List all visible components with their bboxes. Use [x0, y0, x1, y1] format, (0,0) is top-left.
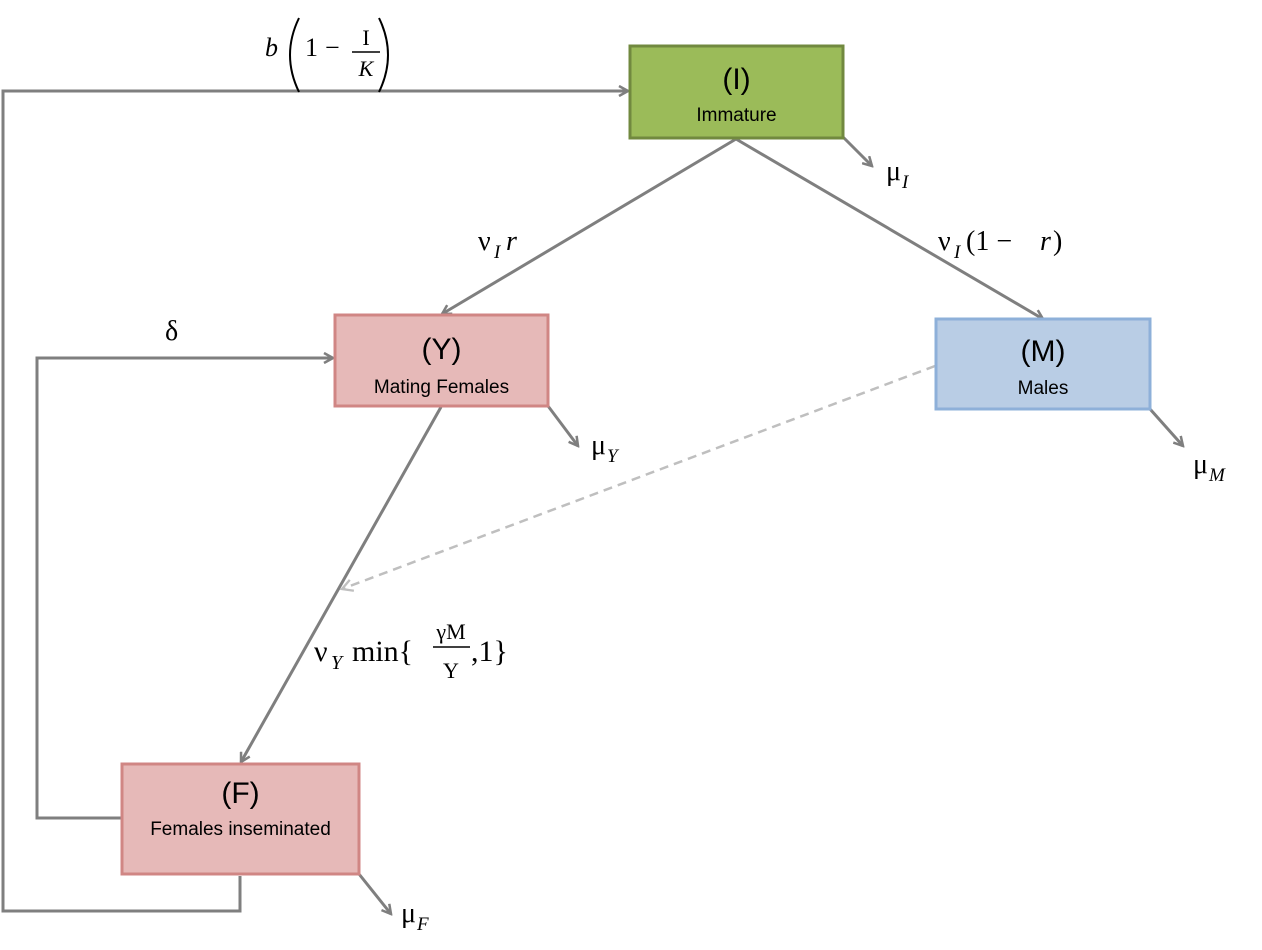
- mu-f-label: μ F: [401, 898, 429, 935]
- mu-y-sub: Y: [607, 446, 620, 467]
- females-inseminated-label: Females inseminated: [150, 819, 331, 840]
- birth-rate-label: b 1 − I K: [265, 17, 389, 93]
- mu-f-mu: μ: [401, 898, 416, 929]
- nu-i-1mr-r: r: [1040, 226, 1051, 257]
- nu-y-nu: ν: [314, 635, 328, 668]
- nu-y-numerator: γM: [435, 619, 465, 644]
- mu-m-label: μ M: [1193, 449, 1226, 486]
- birth-numerator: I: [362, 25, 369, 50]
- nu-y-denominator: Y: [443, 658, 459, 683]
- birth-denominator: K: [358, 56, 375, 81]
- birth-b: b: [265, 33, 278, 62]
- males-mortality-edge: [1148, 408, 1183, 446]
- nu-y-min-label: ν Y min{ γM Y ,1}: [314, 619, 508, 683]
- nu-i-r-label: ν I r: [478, 226, 517, 263]
- nu-y-tail: ,1}: [471, 635, 508, 668]
- females-inseminated-code: (F): [221, 777, 259, 810]
- delta-edge: [35, 358, 333, 820]
- nu-i-1mr-nu: ν: [938, 226, 951, 257]
- nu-i-r-r: r: [506, 226, 517, 257]
- immature-to-males-edge: [735, 137, 1043, 319]
- immature-mortality-edge: [841, 135, 872, 166]
- mu-f-sub: F: [416, 914, 429, 935]
- nu-i-r-sub: I: [493, 242, 502, 263]
- mating-females-node: (Y) Mating Females: [333, 313, 550, 408]
- nu-i-1mr-close: ): [1053, 226, 1062, 257]
- mu-i-label: μ I: [886, 156, 910, 193]
- nu-i-1mr-sub: I: [953, 242, 962, 263]
- immature-box: [628, 44, 845, 140]
- mu-i-sub: I: [901, 172, 910, 193]
- males-node: (M) Males: [934, 317, 1152, 411]
- delta-label: δ: [165, 316, 178, 347]
- mating-females-code: (Y): [422, 333, 462, 366]
- mating-females-box: [333, 313, 550, 408]
- immature-label: Immature: [696, 105, 776, 126]
- females-inseminated-node: (F) Females inseminated: [120, 762, 361, 876]
- mating-females-label: Mating Females: [374, 377, 509, 398]
- birth-minus: −: [325, 33, 340, 62]
- females-inseminated-box: [120, 762, 361, 876]
- immature-to-mating-females-edge: [442, 137, 737, 314]
- immature-node: (I) Immature: [628, 44, 845, 140]
- mating-to-inseminated-edge: [239, 406, 443, 762]
- males-box: [934, 317, 1152, 411]
- mu-y-label: μ Y: [591, 430, 620, 467]
- females-inseminated-mortality-edge: [357, 873, 391, 914]
- birth-one: 1: [305, 33, 318, 62]
- mu-m-sub: M: [1208, 465, 1226, 486]
- birth-right-paren: [378, 17, 389, 93]
- males-mating-influence-edge: [342, 364, 936, 589]
- birth-left-paren: [289, 17, 300, 93]
- mu-y-mu: μ: [591, 430, 606, 461]
- mating-females-mortality-edge: [546, 405, 578, 446]
- nu-i-1mr-rest: (1 −: [966, 226, 1012, 257]
- mu-i-mu: μ: [886, 156, 901, 187]
- immature-code: (I): [722, 63, 750, 96]
- mu-m-mu: μ: [1193, 449, 1208, 480]
- nu-i-r-nu: ν: [478, 226, 491, 257]
- males-code: (M): [1021, 335, 1066, 368]
- nu-y-sub: Y: [331, 652, 344, 674]
- nu-y-min: min{: [352, 635, 413, 668]
- birth-edge: [1, 91, 628, 913]
- males-label: Males: [1018, 378, 1069, 399]
- nu-i-1mr-label: ν I (1 − r ): [938, 226, 1062, 263]
